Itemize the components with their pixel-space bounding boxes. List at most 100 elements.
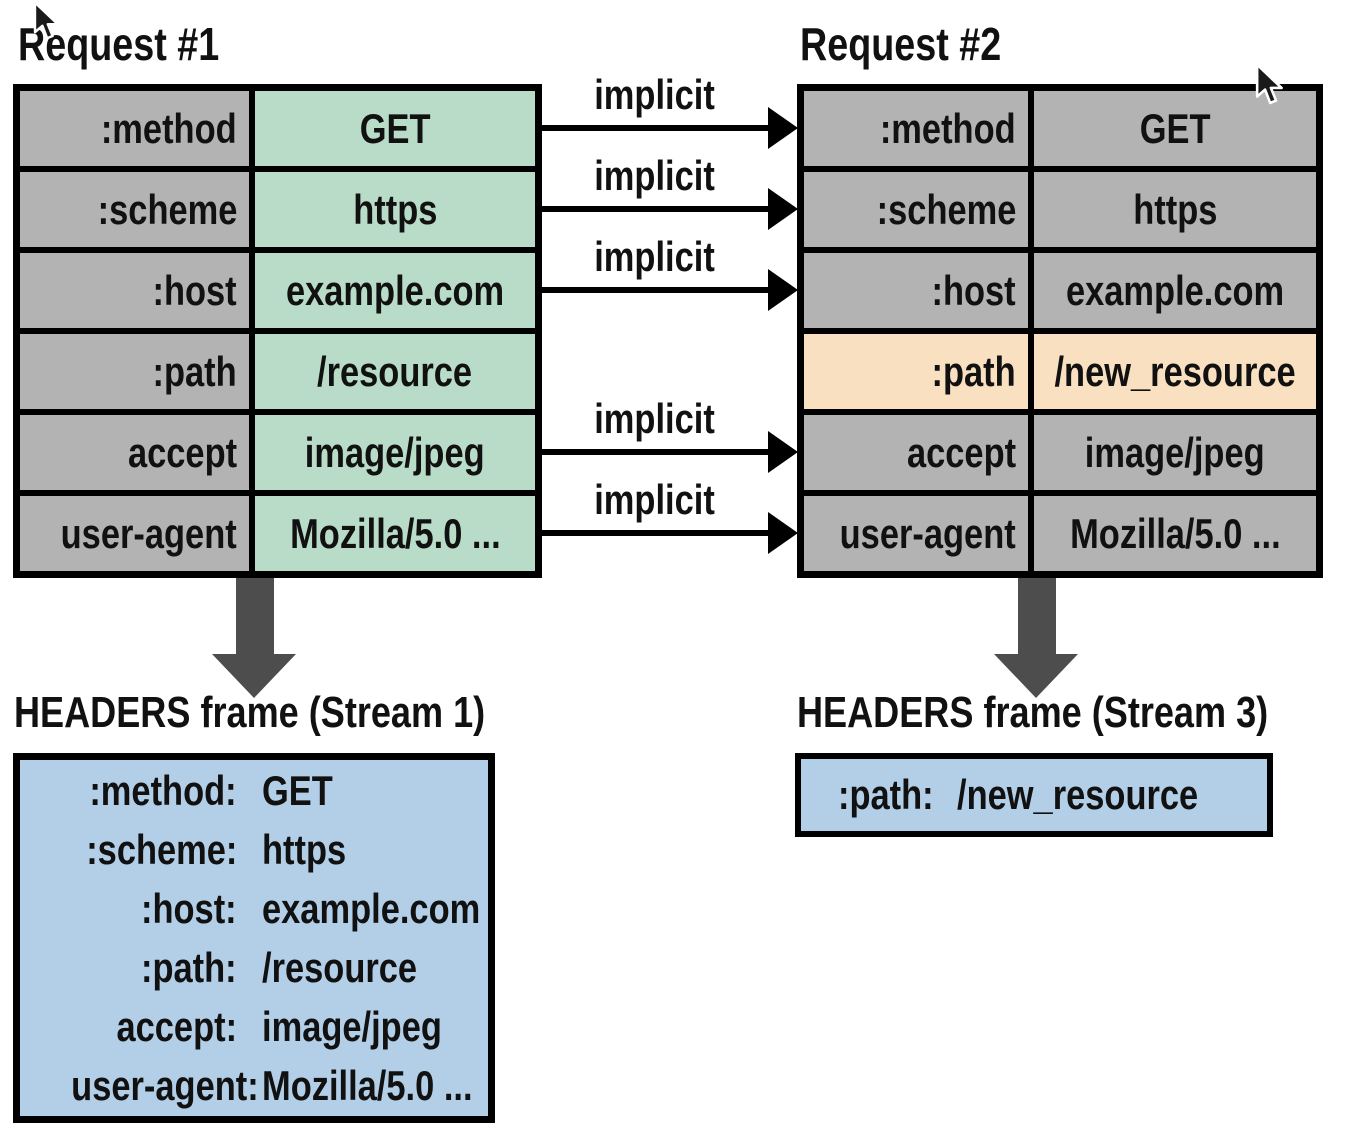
header-name-cell: :path (20, 334, 249, 409)
stream3-frame-title-text: HEADERS frame (Stream 3) (797, 688, 1269, 737)
stream3-frame-title: HEADERS frame (Stream 3) (797, 688, 1354, 737)
header-value: image/jpeg (1085, 428, 1265, 476)
header-name-cell: accept (804, 415, 1028, 490)
request2-title-text: Request #2 (800, 18, 1002, 70)
header-name-cell: :method (20, 91, 249, 166)
implicit-label: implicit (542, 473, 768, 527)
header-name-cell: :host (804, 253, 1028, 328)
frame-key-text: :scheme: (85, 826, 237, 873)
header-value-cell: Mozilla/5.0 ... (1034, 496, 1316, 571)
implicit-label-text: implicit (594, 152, 716, 199)
stream1-headers-frame: :method: GET :scheme: https :host: examp… (13, 753, 495, 1123)
frame-entry-value: GET (262, 761, 528, 820)
implicit-arrow (542, 287, 768, 293)
stream1-frame-title: HEADERS frame (Stream 1) (14, 688, 589, 737)
header-value-cell: example.com (255, 253, 535, 328)
header-name: :scheme (97, 185, 237, 233)
frame-key-text: :path: (837, 771, 934, 818)
frame-value-text: example.com (262, 885, 481, 932)
header-value-cell: https (255, 172, 535, 247)
implicit-arrow (542, 449, 768, 455)
frame-entry-value: /new_resource (957, 759, 1251, 831)
implicit-label-text: implicit (594, 395, 716, 442)
header-name-cell: user-agent (20, 496, 249, 571)
implicit-arrow (542, 530, 768, 536)
frame-entry-value: example.com (262, 879, 528, 938)
header-name: :path (152, 347, 237, 395)
frame-value-text: image/jpeg (262, 1003, 442, 1050)
header-name: :scheme (876, 185, 1016, 233)
implicit-label-text: implicit (594, 71, 716, 118)
implicit-arrow (542, 206, 768, 212)
header-value: Mozilla/5.0 ... (289, 509, 501, 557)
header-name-cell: :scheme (804, 172, 1028, 247)
header-name: :method (101, 104, 237, 152)
header-value: example.com (1065, 266, 1285, 314)
header-name-cell: user-agent (804, 496, 1028, 571)
implicit-label: implicit (542, 392, 768, 446)
header-value-cell: Mozilla/5.0 ... (255, 496, 535, 571)
implicit-label: implicit (542, 149, 768, 203)
implicit-arrow (542, 125, 768, 131)
header-value: https (352, 185, 438, 233)
changed-header-name-cell: :path (804, 334, 1028, 409)
implicit-label-text: implicit (594, 476, 716, 523)
frame-entry-key: user-agent: (30, 1056, 259, 1115)
request2-table: :method GET :scheme https :host example.… (797, 84, 1323, 578)
down-arrow-shaft (236, 578, 274, 654)
header-name-cell: :method (804, 91, 1028, 166)
request1-table: :method GET :scheme https :host example.… (13, 84, 542, 578)
down-arrow-head-icon (212, 654, 296, 698)
header-value-cell: example.com (1034, 253, 1316, 328)
header-value-cell: GET (255, 91, 535, 166)
frame-entry-value: /resource (262, 938, 528, 997)
header-value: /new_resource (1054, 347, 1296, 395)
frame-key-text: accept: (116, 1003, 237, 1050)
frame-entry-key: :host: (30, 879, 237, 938)
frame-key-text: :path: (141, 944, 237, 991)
frame-entry-value: https (262, 820, 528, 879)
header-name: user-agent (60, 509, 237, 557)
frame-value-text: https (262, 826, 347, 873)
header-name: :host (152, 266, 237, 314)
header-value: https (1132, 185, 1218, 233)
implicit-label-text: implicit (594, 233, 716, 280)
frame-entry-key: :method: (30, 761, 237, 820)
frame-key-text: :method: (89, 767, 237, 814)
frame-entry-value: image/jpeg (262, 997, 528, 1056)
frame-entry-key: :path: (30, 938, 237, 997)
header-name: user-agent (839, 509, 1016, 557)
header-value: image/jpeg (305, 428, 485, 476)
request1-title: Request #1 (18, 18, 263, 70)
header-value-cell: GET (1034, 91, 1316, 166)
header-value: example.com (285, 266, 505, 314)
stream1-frame-title-text: HEADERS frame (Stream 1) (14, 688, 486, 737)
changed-header-value-cell: /new_resource (1034, 334, 1316, 409)
header-value-cell: image/jpeg (1034, 415, 1316, 490)
frame-entry-key: accept: (30, 997, 237, 1056)
frame-value-text: /new_resource (957, 771, 1199, 818)
header-value-cell: https (1034, 172, 1316, 247)
frame-entry-key: :scheme: (30, 820, 237, 879)
frame-entry-value: Mozilla/5.0 ... (262, 1056, 528, 1115)
header-name-cell: accept (20, 415, 249, 490)
header-name: :method (880, 104, 1016, 152)
header-name-cell: :host (20, 253, 249, 328)
header-value-cell: /resource (255, 334, 535, 409)
implicit-label: implicit (542, 230, 768, 284)
mouse-cursor-icon (33, 1, 59, 40)
frame-key-text: user-agent: (71, 1062, 259, 1109)
header-name: accept (906, 428, 1016, 476)
request1-title-text: Request #1 (18, 18, 220, 70)
header-value-cell: image/jpeg (255, 415, 535, 490)
header-value: GET (1139, 104, 1211, 152)
stream3-headers-frame: :path: /new_resource (795, 753, 1273, 837)
header-name: :path (931, 347, 1016, 395)
frame-key-text: :host: (141, 885, 237, 932)
mouse-cursor-icon (1255, 63, 1283, 105)
header-name-cell: :scheme (20, 172, 249, 247)
header-value: GET (359, 104, 431, 152)
down-arrow-shaft (1018, 578, 1056, 654)
frame-value-text: /resource (262, 944, 418, 991)
